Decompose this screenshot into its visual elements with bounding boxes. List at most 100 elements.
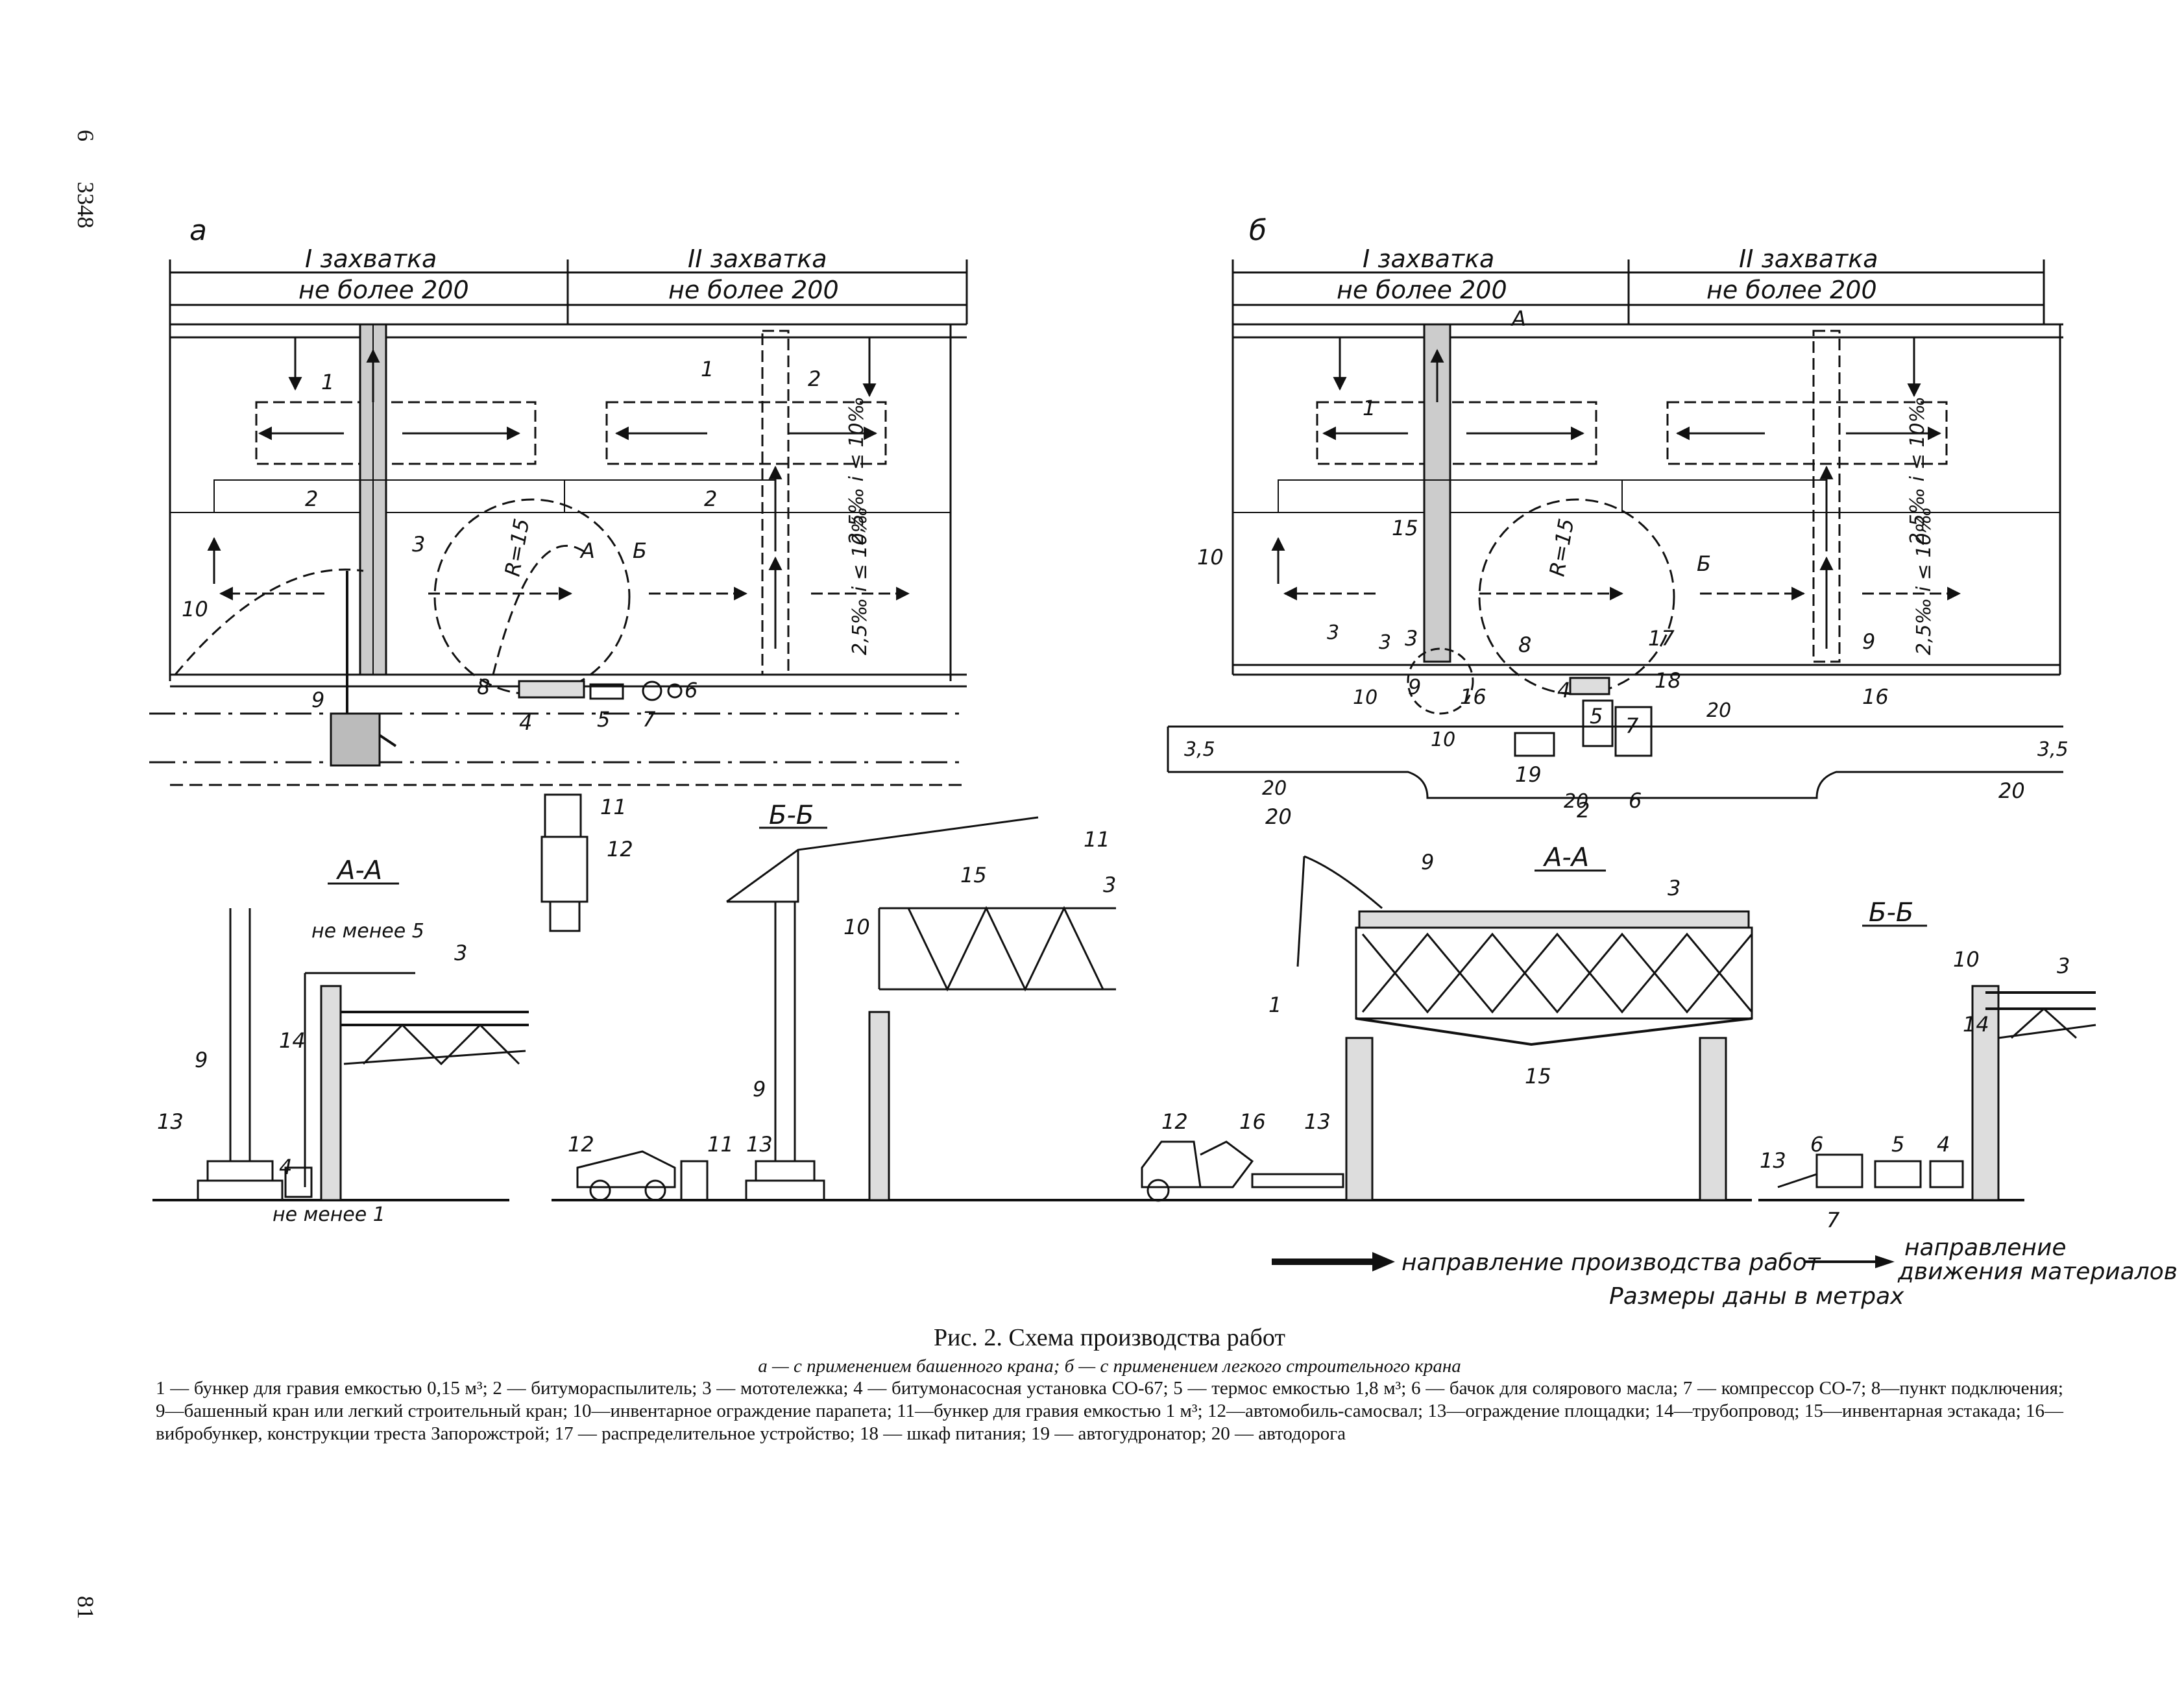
panel-a-dim1: не более 200 (298, 276, 469, 304)
panel-a-plan: а I захватка II захватка не более 200 не… (149, 214, 968, 932)
panel-b-item: 16 (1862, 684, 1889, 709)
panel-b-dim: 10 (1353, 686, 1377, 709)
section-aa-left-item: 13 (157, 1109, 184, 1134)
section-aa-right-title: А-А (1542, 843, 1589, 873)
section-bb-right-item: 14 (1963, 1012, 1989, 1037)
panel-b-item: 1 (1363, 396, 1376, 420)
section-aa-right-item: 13 (1304, 1109, 1331, 1134)
section-aa-left: А-А не менее 5 не менее 1 3 4 9 13 14 (152, 856, 529, 1226)
panel-a-radius: R=15 (500, 516, 534, 578)
legend-material-direction-2: движения материалов (1897, 1258, 2178, 1285)
panel-b-dim1: не более 200 (1337, 276, 1507, 304)
section-bb-left-item: 11 (1084, 827, 1110, 852)
panel-a-letter: а (189, 214, 207, 247)
section-aa-left-item: 3 (454, 941, 467, 965)
section-bb-left: Б-Б 3 9 10 11 11 12 13 15 (552, 801, 1126, 1201)
section-bb-left-title: Б-Б (769, 801, 814, 830)
panel-b-item: 20 (1998, 778, 2025, 803)
panel-b-dim: 10 (1431, 729, 1455, 751)
panel-b-slope1: 2,5‰ i ≤ 10‰ (1906, 396, 1929, 545)
panel-b-item: 8 (1518, 632, 1531, 657)
section-bb-left-item: 13 (746, 1132, 773, 1157)
panel-a-cut-a: А (579, 538, 595, 563)
panel-b-letter: б (1249, 214, 1267, 247)
panel-a-item: 2 (305, 487, 318, 511)
panel-b-dim: 20 (1262, 777, 1287, 800)
panel-a-item: 12 (607, 837, 633, 861)
section-bb-right-title: Б-Б (1869, 898, 1913, 928)
panel-b-item: 5 (1590, 704, 1603, 729)
panel-b-dim: 20 (1706, 699, 1731, 722)
panel-b-cut-a: А (1511, 306, 1526, 331)
panel-b-dim2: не более 200 (1706, 276, 1877, 304)
panel-b-dim: 3,5 (2037, 738, 2069, 761)
panel-a-item: 9 (311, 688, 324, 712)
caption-subtitle: а — с применением башенного крана; б — с… (758, 1356, 1461, 1377)
panel-a-item: 3 (412, 532, 425, 557)
section-aa-right-item: 12 (1161, 1109, 1188, 1134)
panel-b-item: 10 (1197, 545, 1224, 570)
section-aa-left-item: 14 (279, 1028, 306, 1053)
panel-a-dim2: не более 200 (668, 276, 839, 304)
section-aa-left-item: 9 (195, 1048, 208, 1072)
panel-b-plan: б I захватка II захватка не более 200 не… (1167, 214, 2069, 829)
margin-page-number: 81 (73, 1596, 99, 1619)
panel-a-item: 6 (685, 678, 698, 703)
section-bb-left-item: 3 (1103, 873, 1116, 897)
caption-legend: 1 — бункер для гравия емкостью 0,15 м³; … (156, 1378, 2063, 1444)
panel-a-slope1: 2,5‰ i ≤ 10‰ (845, 396, 868, 545)
section-aa-right-item: 3 (1668, 876, 1680, 900)
panel-b-radius: R=15 (1544, 516, 1579, 578)
panel-b-cut-b: Б (1697, 551, 1711, 576)
legend-units: Размеры даны в метрах (1609, 1283, 1904, 1310)
panel-b-item: 7 (1625, 714, 1639, 738)
section-bb-left-item: 10 (843, 915, 870, 939)
panel-b-item: 20 (1265, 804, 1292, 829)
panel-a-item: 2 (704, 487, 717, 511)
section-aa-right: А-А 1 3 9 12 13 15 16 (1122, 843, 1753, 1202)
panel-a-item: 5 (597, 707, 610, 732)
panel-b-dim: 3 (1327, 621, 1339, 644)
panel-a-item: 4 (519, 710, 532, 735)
panel-b-slope2: 2,5‰ i ≤ 10‰ (1913, 507, 1935, 655)
section-bb-left-item: 12 (568, 1132, 594, 1157)
caption-title: Рис. 2. Схема производства работ (934, 1324, 1285, 1351)
panel-a-item: 10 (182, 597, 208, 621)
panel-b-item: 9 (1408, 675, 1421, 699)
section-bb-right: Б-Б 3 4 5 6 7 10 13 14 (1758, 898, 2096, 1233)
section-bb-right-item: 10 (1953, 947, 1980, 972)
figure-caption: Рис. 2. Схема производства работ а — с п… (156, 1323, 2063, 1445)
section-aa-left-title: А-А (335, 856, 382, 885)
section-bb-left-item: 11 (707, 1132, 734, 1157)
panel-b-item: 6 (1629, 788, 1642, 813)
panel-a-item: 1 (701, 357, 714, 381)
section-bb-right-item: 5 (1891, 1132, 1904, 1157)
panel-a-zone1: I захватка (305, 245, 437, 273)
panel-a-item: 2 (808, 367, 821, 391)
panel-a-item: 7 (642, 707, 656, 732)
section-aa-right-item: 16 (1239, 1109, 1266, 1134)
margin-numbers: 6 3348 81 (73, 130, 99, 1619)
panel-a-item: 11 (600, 795, 627, 819)
section-bb-right-item: 7 (1826, 1208, 1840, 1233)
panel-b-dim: 20 (1564, 790, 1588, 813)
legend: направление производства работ направлен… (1272, 1234, 2178, 1310)
panel-b-item: 16 (1460, 684, 1486, 709)
margin-top-number: 6 (73, 130, 99, 141)
section-bb-right-item: 13 (1760, 1148, 1786, 1173)
panel-b-item: 19 (1515, 762, 1542, 787)
section-aa-left-note2: не менее 1 (273, 1203, 385, 1226)
panel-b-dim: 3,5 (1184, 738, 1215, 761)
section-bb-right-item: 4 (1937, 1132, 1950, 1157)
panel-a-slope2: 2,5‰ i ≤ 10‰ (849, 507, 871, 655)
section-bb-left-item: 9 (753, 1077, 766, 1102)
margin-code: 3348 (73, 182, 99, 228)
legend-material-direction-1: направление (1904, 1234, 2067, 1261)
panel-b-zone2: II захватка (1739, 245, 1878, 273)
panel-a-item: 8 (477, 675, 490, 699)
panel-b-zone1: I захватка (1363, 245, 1494, 273)
section-bb-right-item: 6 (1810, 1132, 1823, 1157)
section-aa-left-item: 4 (279, 1155, 292, 1179)
panel-b-item: 4 (1557, 678, 1570, 703)
